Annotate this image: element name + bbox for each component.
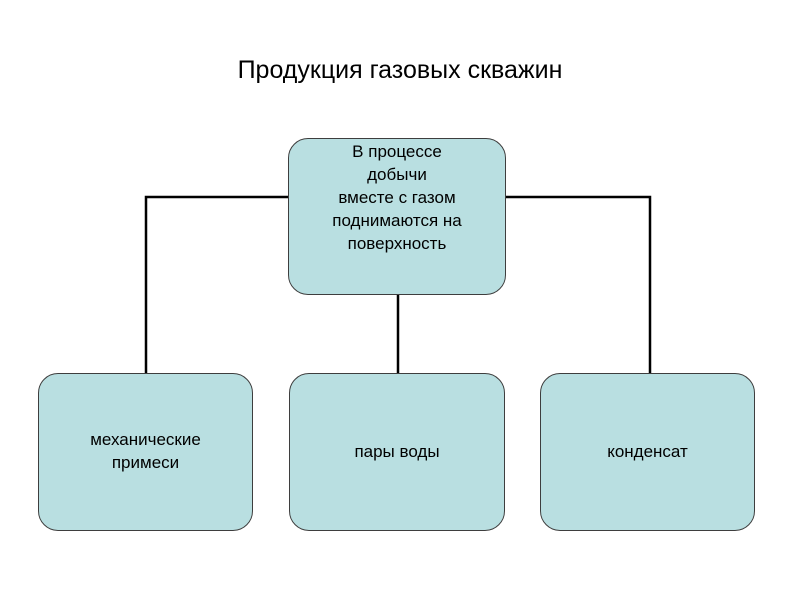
root-box: В процессе добычи вместе с газом поднима… <box>288 138 506 295</box>
child-box-text: пары воды <box>354 441 440 461</box>
child-box-water-vapor: пары воды <box>289 373 505 531</box>
root-box-text: В процессе добычи вместе с газом поднима… <box>332 142 462 253</box>
connector-left <box>144 195 288 373</box>
child-box-text: конденсат <box>607 441 688 461</box>
child-box-text: механические примеси <box>90 430 201 472</box>
child-box-mechanical-impurities: механические примеси <box>38 373 253 531</box>
connector-right <box>506 195 652 373</box>
diagram-title: Продукция газовых скважин <box>237 56 563 84</box>
child-box-condensate: конденсат <box>540 373 755 531</box>
